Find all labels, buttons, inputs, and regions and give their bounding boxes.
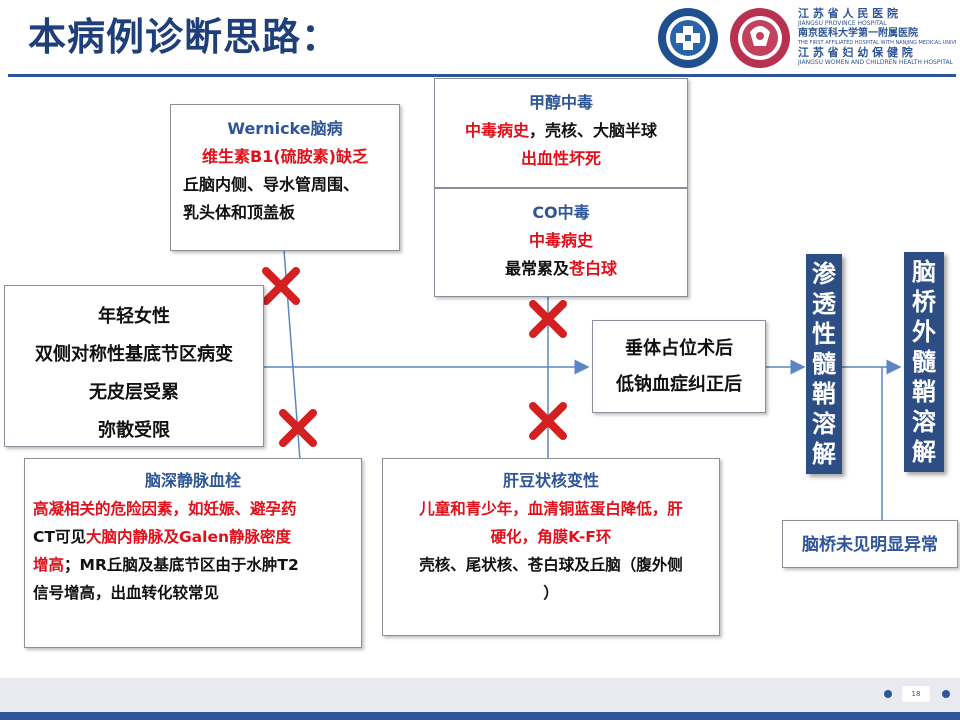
methanol-history: 中毒病史	[464, 121, 529, 140]
pituitary-box: 垂体占位术后 低钠血症纠正后	[592, 320, 766, 413]
wilson-location-1: 壳核、尾状核、苍白球及丘脑（腹外侧	[419, 556, 683, 574]
methanol-location: ，壳核、大脑半球	[529, 121, 658, 140]
hospital-names: 江 苏 省 人 民 医 院 JIANGSU PROVINCE HOSPITAL …	[798, 8, 956, 68]
cvt-ct-prefix: CT可见	[33, 528, 86, 546]
co-history: 中毒病史	[528, 231, 593, 250]
pituitary-surgery: 垂体占位术后	[625, 338, 733, 359]
band1-char: 解	[812, 440, 836, 468]
page-title: 本病例诊断思路：	[28, 15, 341, 59]
band1-char: 透	[812, 290, 836, 318]
hospital1-cn: 江 苏 省 人 民 医 院	[798, 7, 898, 20]
hyponatremia-corrected: 低钠血症纠正后	[616, 374, 742, 395]
band2-char: 髓	[912, 348, 936, 376]
patient-lesion: 双侧对称性基底节区病变	[35, 344, 233, 365]
page-number: 18	[902, 686, 930, 702]
band2-char: 桥	[912, 288, 936, 316]
pons-box: 脑桥未见明显异常	[782, 520, 958, 568]
wernicke-title: Wernicke脑病	[227, 119, 343, 138]
wilson-box: 肝豆状核变性 儿童和青少年，血清铜蓝蛋白降低，肝 硬化，角膜K-F环 壳核、尾状…	[382, 458, 720, 636]
extrapontine-myelinolysis-band: 脑 桥 外 髓 鞘 溶 解	[904, 252, 944, 472]
cvt-mr-signal: 信号增高，出血转化较常见	[33, 584, 220, 602]
hospital1-en2: THE FIRST AFFILIATED HOSPITAL WITH NANJI…	[798, 40, 956, 46]
footer-dot-right	[942, 690, 950, 698]
band2-char: 解	[912, 438, 936, 466]
footer-strip	[0, 712, 960, 720]
osmotic-demyelination-band: 渗 透 性 髓 鞘 溶 解	[806, 254, 842, 474]
co-title: CO中毒	[532, 203, 590, 222]
wilson-location-2: ）	[543, 584, 559, 602]
hospital1-cn2: 南京医科大学第一附属医院	[798, 28, 918, 39]
wilson-clinical-2: 硬化，角膜K-F环	[490, 528, 612, 546]
co-globus: 苍白球	[569, 259, 618, 278]
band1-char: 鞘	[812, 380, 836, 408]
wilson-clinical-1: 儿童和青少年，血清铜蓝蛋白降低，肝	[419, 500, 683, 518]
title-rule	[8, 74, 956, 77]
wernicke-box: Wernicke脑病 维生素B1(硫胺素)缺乏 丘脑内侧、导水管周围、 乳头体和…	[170, 104, 400, 251]
hospital2-en: JIANGSU WOMEN AND CHILDREN HEALTH HOSPIT…	[798, 59, 953, 66]
footer-dot-left	[884, 690, 892, 698]
exclude-cross-wilson	[529, 402, 567, 440]
patient-age-sex: 年轻女性	[98, 306, 170, 327]
hospital-logo-2	[728, 6, 792, 70]
cvt-ct-finding: 大脑内静脉及Galen静脉密度	[85, 528, 291, 546]
hospital1-en: JIANGSU PROVINCE HOSPITAL	[798, 20, 887, 27]
wilson-title: 肝豆状核变性	[502, 471, 599, 490]
cvt-title: 脑深静脉血栓	[144, 471, 241, 490]
wernicke-cause: 维生素B1(硫胺素)缺乏	[202, 147, 368, 166]
exclude-cross-co	[529, 300, 567, 338]
band1-char: 溶	[812, 410, 836, 438]
exclude-cross-wernicke	[262, 267, 300, 305]
cvt-mr-finding: ；MR丘脑及基底节区由于水肿T2	[64, 556, 299, 574]
hospital2-cn: 江 苏 省 妇 幼 保 健 院	[798, 46, 913, 59]
patient-diffusion: 弥散受限	[98, 420, 170, 441]
band2-char: 脑	[912, 258, 936, 286]
patient-box: 年轻女性 双侧对称性基底节区病变 无皮层受累 弥散受限	[4, 285, 264, 447]
band2-char: 鞘	[912, 378, 936, 406]
methanol-box: 甲醇中毒 中毒病史，壳核、大脑半球 出血性坏死	[434, 78, 688, 188]
exclude-cross-cvt	[279, 409, 317, 447]
methanol-title: 甲醇中毒	[528, 93, 593, 112]
wernicke-location-1: 丘脑内侧、导水管周围、	[183, 175, 360, 194]
band1-char: 髓	[812, 350, 836, 378]
band1-char: 性	[812, 320, 836, 348]
co-involves: 最常累及	[504, 259, 569, 278]
pons-normal: 脑桥未见明显异常	[802, 535, 938, 555]
patient-cortex: 无皮层受累	[89, 382, 179, 403]
co-box: CO中毒 中毒病史 最常累及苍白球	[434, 188, 688, 297]
band1-char: 渗	[812, 260, 836, 288]
methanol-necrosis: 出血性坏死	[520, 149, 601, 168]
cvt-ct-increased: 增高	[33, 556, 65, 574]
band2-char: 溶	[912, 408, 936, 436]
cvt-box: 脑深静脉血栓 高凝相关的危险因素，如妊娠、避孕药 CT可见大脑内静脉及Galen…	[24, 458, 362, 648]
hospital-logo-1	[656, 6, 720, 70]
band2-char: 外	[912, 318, 936, 346]
cvt-risk: 高凝相关的危险因素，如妊娠、避孕药	[33, 500, 297, 518]
wernicke-location-2: 乳头体和顶盖板	[183, 203, 296, 222]
